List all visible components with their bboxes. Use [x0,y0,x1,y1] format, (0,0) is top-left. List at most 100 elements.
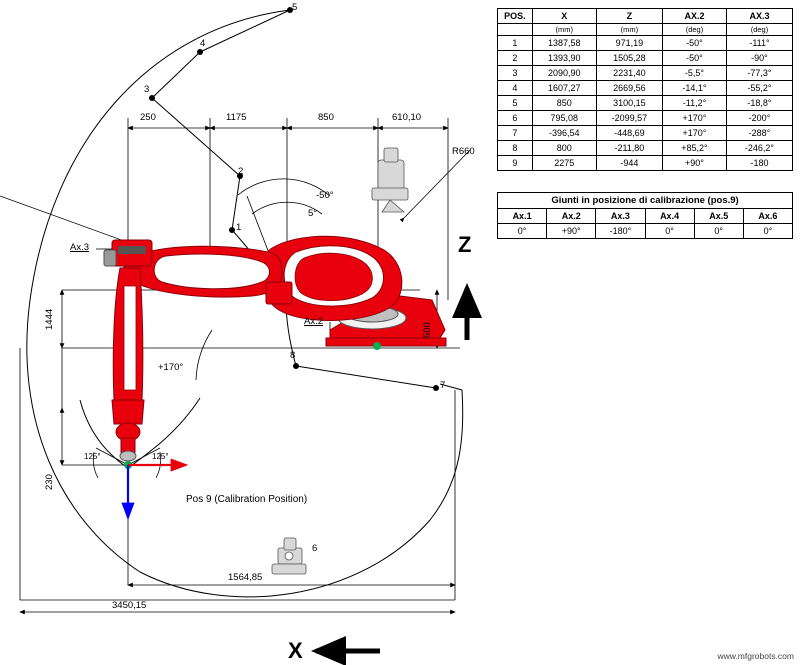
dim-label-230: 230 [44,474,55,490]
cell-ax3: -180 [725,155,794,171]
dim-label-1444: 1444 [44,308,55,330]
dim-label-610: 610,10 [392,112,422,123]
col-ax2: AX.2 [661,8,727,24]
point-label-2: 2 [238,166,244,177]
point-label-7: 7 [440,380,446,391]
point-label-3: 3 [144,84,150,95]
angle-label-125-right: 125° [152,452,169,461]
col-ax5: Ax.5 [693,208,744,224]
val-ax6: 0° [742,223,794,239]
watermark: www.mfgrobots.com [717,651,794,661]
dim-label-500: 500 [422,322,433,338]
col-ax3: Ax.3 [595,208,646,224]
table-header-row: POS. X Z AX.2 AX.3 [497,8,794,24]
unit-ax2: (deg) [661,23,727,36]
cell-ax3: -111° [725,35,794,51]
point-label-6: 6 [312,543,318,554]
calibration-values-row: 0° +90° -180° 0° 0° 0° [496,223,794,239]
col-ax3: AX.3 [725,8,794,24]
global-axis-arrows [311,283,482,665]
cell-ax3: -288° [725,125,794,141]
dim-label-250: 250 [140,112,156,123]
calibration-title-row: Giunti in posizione di calibrazione (pos… [497,192,793,209]
envelope-outline [26,9,464,598]
cell-x: 1393,90 [531,50,597,66]
cell-x: -396,54 [531,125,597,141]
point-label-1: 1 [236,222,242,233]
calibration-table: Giunti in posizione di calibrazione (pos… [496,192,794,239]
cell-z: -2099,57 [595,110,663,126]
angle-label-minus50: -50° [316,190,334,201]
cell-x: 795,08 [531,110,597,126]
cell-ax2: +170° [661,110,727,126]
table-row: 7-396,54-448,69+170°-288° [497,125,794,141]
val-ax1: 0° [496,223,548,239]
cell-pos: 9 [497,155,533,171]
cell-ax2: -50° [661,35,727,51]
cell-ax3: -18,8° [725,95,794,111]
cell-ax3: -246,2° [725,140,794,156]
cell-pos: 4 [497,80,533,96]
tool-frame-axes [121,458,189,521]
col-ax1: Ax.1 [496,208,548,224]
cell-pos: 5 [497,95,533,111]
unit-z: (mm) [595,23,663,36]
angle-arc-170 [195,329,213,381]
col-pos: POS. [497,8,533,24]
unit-pos [497,23,533,36]
point-label-8: 8 [290,350,296,361]
dim-label-3450: 3450,15 [112,600,147,611]
calibration-title: Giunti in posizione di calibrazione (pos… [497,192,793,209]
col-ax4: Ax.4 [644,208,695,224]
reach-polyline [151,9,291,231]
cell-z: 971,19 [595,35,663,51]
cell-x: 1607,27 [531,80,597,96]
cell-pos: 3 [497,65,533,81]
cell-ax2: -11,2° [661,95,727,111]
axis-label-z: Z [458,232,472,257]
angle-label-plus170: +170° [158,362,184,373]
cell-ax3: -200° [725,110,794,126]
point-label-5: 5 [292,2,298,13]
cell-ax3: -55,2° [725,80,794,96]
joint-leader-lines [96,248,331,330]
cell-pos: 6 [497,110,533,126]
cell-z: 2231,40 [595,65,663,81]
angle-label-5: 5° [308,208,318,219]
radius-leader [399,149,471,223]
cell-z: -448,69 [595,125,663,141]
cell-ax2: +90° [661,155,727,171]
point-label-4: 4 [200,38,206,49]
cell-pos: 7 [497,125,533,141]
table-units-row: (mm) (mm) (deg) (deg) [497,23,794,36]
cell-pos: 2 [497,50,533,66]
axis-label-x: X [288,638,303,663]
angle-label-125-left: 125° [84,452,101,461]
dim-label-1564: 1564,85 [228,572,263,583]
col-z: Z [595,8,663,24]
pos9-note: Pos 9 (Calibration Position) [186,494,308,505]
cell-x: 2275 [531,155,597,171]
cell-z: -211,80 [595,140,663,156]
dim-label-850: 850 [318,112,334,123]
dimension-lines-bottom [19,348,456,615]
dim-label-1175: 1175 [226,112,247,123]
cell-z: 2669,56 [595,80,663,96]
cell-ax3: -77,3° [725,65,794,81]
val-ax2: +90° [546,223,597,239]
val-ax5: 0° [693,223,744,239]
cell-x: 800 [531,140,597,156]
radius-label-R660: R660 [452,146,475,157]
dimension-lines-top [127,118,449,300]
val-ax4: 0° [644,223,695,239]
col-ax2: Ax.2 [546,208,597,224]
cell-ax3: -90° [725,50,794,66]
cell-x: 1387,58 [531,35,597,51]
